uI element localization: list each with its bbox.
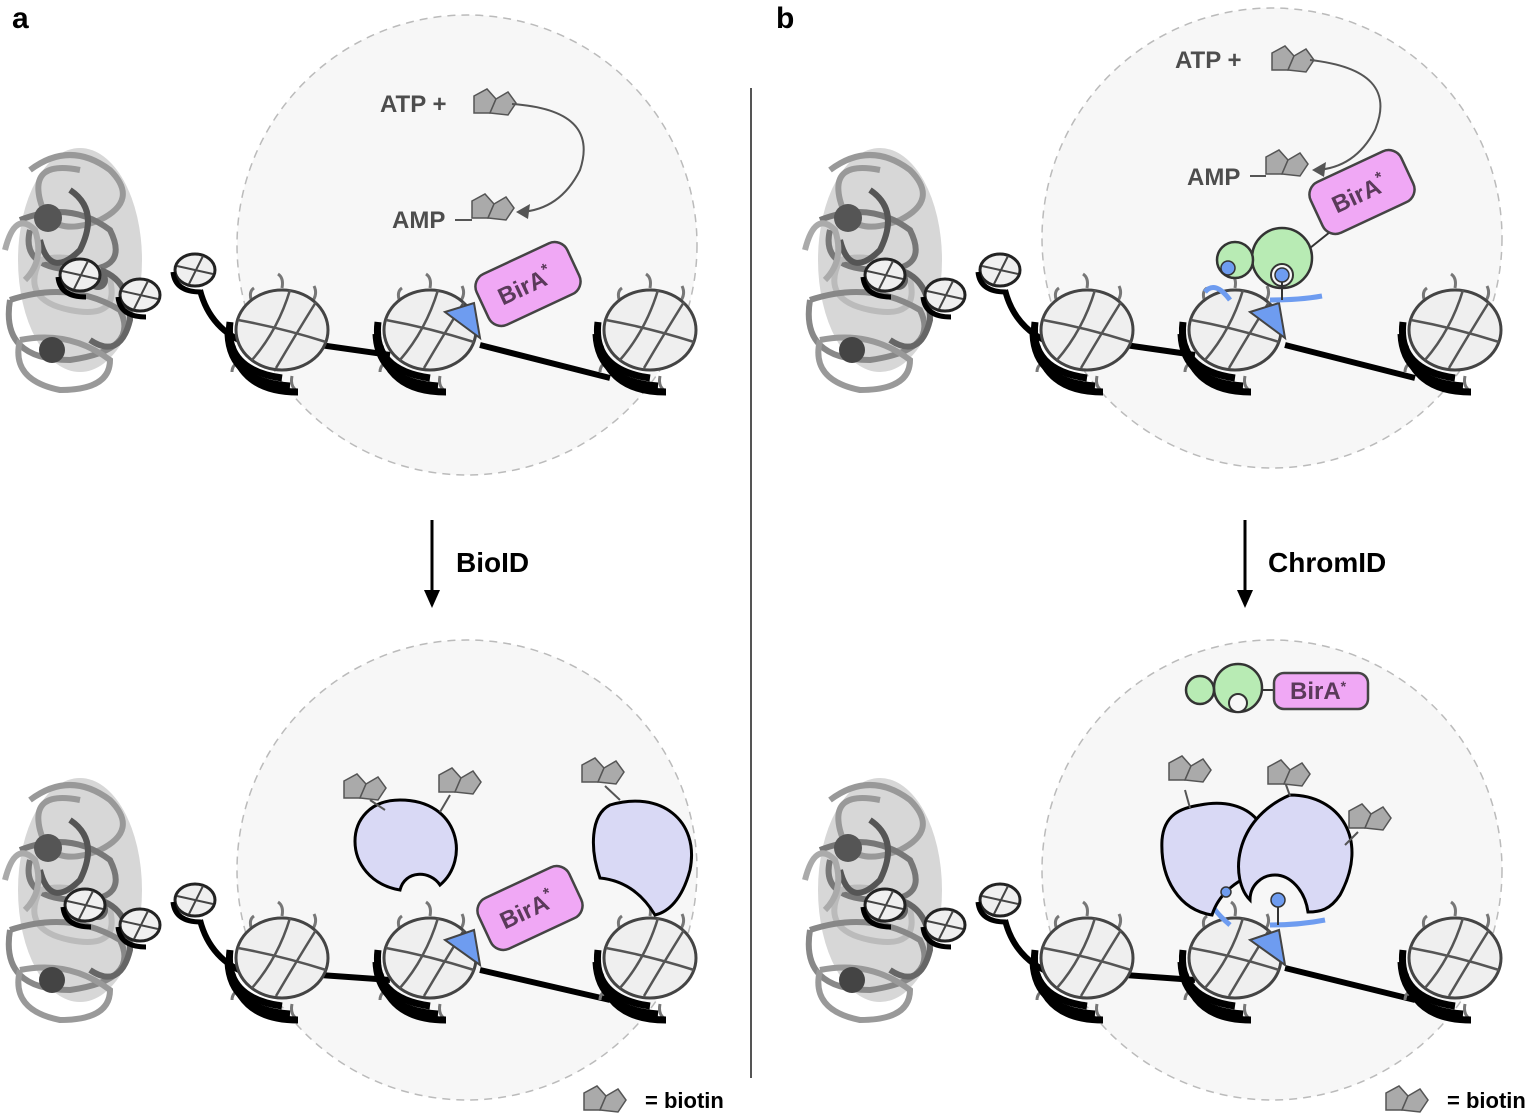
bira-superscript: *: [1341, 678, 1347, 694]
prey-protein: [1237, 793, 1354, 914]
step-label-bioid: BioID: [456, 547, 529, 578]
step-label-chromid: ChromID: [1268, 547, 1386, 578]
reaction-arrow: [1309, 59, 1382, 171]
panel-b-bottom: BirA*: [805, 639, 1502, 1101]
panel-b-top: BirA* ATP + AMP: [805, 7, 1502, 469]
bira-label: BirA: [1290, 678, 1341, 705]
panel-b-letter: b: [776, 2, 794, 35]
small-nucleosome: [118, 279, 160, 317]
panel-a-bottom: BirA*: [5, 639, 698, 1101]
small-nucleosome: [923, 909, 965, 947]
small-nucleosome: [923, 279, 965, 317]
histone-mark-blue: [1247, 301, 1287, 341]
panel-a-step: BioID: [424, 520, 529, 608]
small-nucleosome: [173, 254, 215, 292]
legend-text: = biotin: [1447, 1088, 1526, 1113]
small-nucleosome: [173, 884, 215, 922]
small-nucleosome: [978, 254, 1020, 292]
bira-fusion: BirA*: [1308, 148, 1416, 236]
reaction-zone-circle: [236, 14, 698, 476]
reaction-arrowhead: [1312, 162, 1326, 177]
amp-label: AMP: [392, 207, 445, 234]
histone-tail: [1269, 293, 1323, 303]
atp-label: ATP +: [1175, 47, 1241, 74]
histone-mark-blue: [442, 928, 482, 968]
biotin-icon: [1385, 1085, 1429, 1113]
amp-label: AMP: [1187, 164, 1240, 191]
svg-text:BirA*: BirA*: [1290, 678, 1347, 705]
bira-fusion: BirA*: [476, 864, 584, 952]
prey-protein: [353, 798, 458, 892]
released-reader-bira: BirA*: [1184, 662, 1370, 714]
bira-fusion: BirA*: [474, 240, 582, 328]
legend-b: = biotin: [1385, 1085, 1526, 1113]
reaction-arrowhead: [516, 204, 530, 219]
panel-b-step: ChromID: [1237, 520, 1386, 608]
small-nucleosome: [118, 909, 160, 947]
histone-mark-blue: [442, 301, 482, 341]
prey-protein: [591, 799, 693, 917]
reaction-arrow: [511, 103, 585, 213]
histone-mark-blue: [1247, 928, 1287, 968]
histone-tail: [1203, 285, 1232, 302]
panel-a-letter: a: [12, 2, 29, 35]
atp-label: ATP +: [380, 91, 446, 118]
biotin-icon: [583, 1085, 627, 1113]
legend-text: = biotin: [645, 1088, 724, 1113]
histone-tail: [1269, 917, 1326, 928]
legend-a: = biotin: [583, 1085, 724, 1113]
small-nucleosome: [978, 884, 1020, 922]
panel-a-top: BirA* ATP + AMP: [5, 14, 698, 476]
reaction-zone-circle: [236, 639, 698, 1101]
